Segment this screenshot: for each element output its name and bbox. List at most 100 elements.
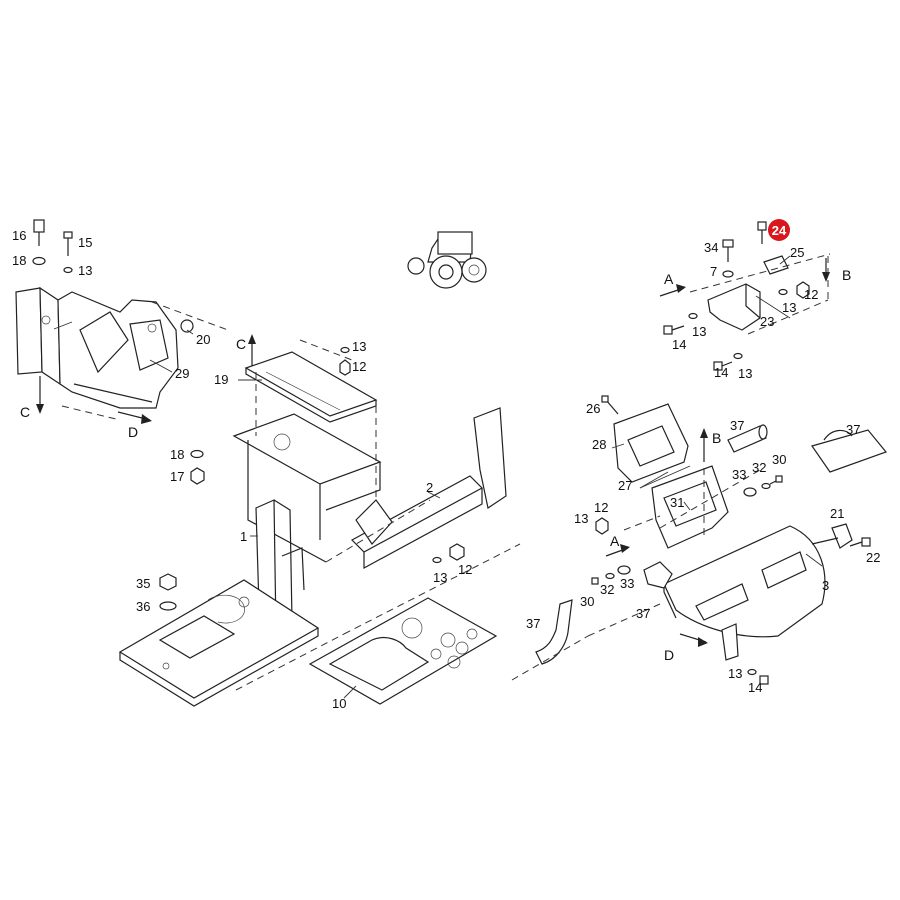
callout-13: 13 xyxy=(738,366,752,381)
bracket-23 xyxy=(707,255,789,331)
callout-25: 25 xyxy=(790,245,804,260)
callout-13: 13 xyxy=(574,511,588,526)
washer-13-topright-b xyxy=(688,312,698,320)
arm-2 xyxy=(351,407,507,570)
washer-36 xyxy=(159,601,177,611)
callout-10: 10 xyxy=(332,696,346,711)
panel-3 xyxy=(663,525,826,638)
callout-37: 37 xyxy=(526,616,540,631)
callout-15: 15 xyxy=(78,235,92,250)
washer-13-bottomright xyxy=(747,668,757,676)
plate-19 xyxy=(244,351,378,423)
washer-18-top xyxy=(32,256,46,266)
nut-12-right xyxy=(595,517,609,535)
callout-22: 22 xyxy=(866,550,880,565)
view-label-a: A xyxy=(664,271,674,287)
leader-lines xyxy=(53,255,823,699)
nut-17 xyxy=(190,467,205,485)
screw-15 xyxy=(63,231,73,256)
callout-13: 13 xyxy=(352,339,366,354)
callout-31: 31 xyxy=(670,495,684,510)
callout-14: 14 xyxy=(748,680,762,695)
callout-19: 19 xyxy=(214,372,228,387)
callout-26: 26 xyxy=(586,401,600,416)
callout-17: 17 xyxy=(170,469,184,484)
callout-30: 30 xyxy=(580,594,594,609)
callout-36: 36 xyxy=(136,599,150,614)
callout-12: 12 xyxy=(458,562,472,577)
view-label-b: B xyxy=(842,267,851,283)
washer-13-topleft xyxy=(63,266,73,274)
bolt-14-topright-a xyxy=(663,325,685,335)
tractor-icon xyxy=(407,231,487,289)
callout-14: 14 xyxy=(672,337,686,352)
callout-1: 1 xyxy=(240,529,247,544)
pedal-21 xyxy=(811,523,853,549)
callout-24: 24 xyxy=(772,223,787,238)
callout-13: 13 xyxy=(78,263,92,278)
bolt-22 xyxy=(849,537,871,547)
callout-37: 37 xyxy=(730,418,744,433)
callout-14: 14 xyxy=(714,365,728,380)
nut-12-center xyxy=(339,359,351,376)
frame-box-upper xyxy=(232,413,382,563)
callout-34: 34 xyxy=(704,240,718,255)
callout-27: 27 xyxy=(618,478,632,493)
plate-31 xyxy=(651,465,729,549)
alignment-lines xyxy=(61,253,831,691)
callout-18: 18 xyxy=(170,447,184,462)
arrow-b-topright xyxy=(822,258,830,282)
spacer-33-bottom xyxy=(617,565,631,575)
washer-32-bottom xyxy=(605,572,615,580)
callout-37: 37 xyxy=(636,606,650,621)
callout-33: 33 xyxy=(732,467,746,482)
washer-33-right xyxy=(743,487,757,497)
nut-12-topright xyxy=(796,281,810,299)
callout-21: 21 xyxy=(830,506,844,521)
callout-29: 29 xyxy=(175,366,189,381)
arrow-d-right xyxy=(679,633,708,647)
highlight-badge xyxy=(768,219,790,241)
callout-13: 13 xyxy=(728,666,742,681)
view-label-a: A xyxy=(610,533,620,549)
callout-23: 23 xyxy=(760,314,774,329)
callout-37: 37 xyxy=(846,422,860,437)
washer-13-topright-c xyxy=(733,352,743,360)
washer-7 xyxy=(722,270,734,278)
arrow-a-right xyxy=(605,544,630,557)
view-label-d: D xyxy=(128,424,138,440)
bracket-28 xyxy=(613,403,689,483)
washer-32-right xyxy=(761,482,771,490)
washer-13-arm xyxy=(432,556,442,564)
callout-13: 13 xyxy=(782,300,796,315)
callout-7: 7 xyxy=(710,264,717,279)
mat-10 xyxy=(308,597,498,705)
callout-32: 32 xyxy=(752,460,766,475)
view-label-c: C xyxy=(236,336,246,352)
nut-35 xyxy=(159,573,177,591)
callout-28: 28 xyxy=(592,437,606,452)
view-arrow-d-left xyxy=(117,411,152,424)
callout-16: 16 xyxy=(12,228,26,243)
view-label-d: D xyxy=(664,647,674,663)
view-label-b: B xyxy=(712,430,721,446)
callout-labels: 16 18 15 13 20 29 C D C 19 13 12 18 17 1… xyxy=(12,228,880,711)
sleeve-37-top xyxy=(727,424,768,453)
callout-12: 12 xyxy=(594,500,608,515)
bolt-24 xyxy=(757,221,767,244)
bracket-assembly-29 xyxy=(15,286,194,409)
bolt-30-bottom xyxy=(591,577,599,585)
washer-18-center xyxy=(190,449,204,459)
pad-37-topright xyxy=(811,429,888,473)
highlighted-callout-24[interactable]: 24 xyxy=(768,219,790,241)
bolt-14-topright-b xyxy=(713,361,733,371)
callout-33: 33 xyxy=(620,576,634,591)
callout-32: 32 xyxy=(600,582,614,597)
bolt-14-bottomright xyxy=(759,675,769,685)
callout-13: 13 xyxy=(433,570,447,585)
callout-12: 12 xyxy=(804,287,818,302)
bolt-34 xyxy=(722,239,734,262)
arrow-b-right xyxy=(700,428,708,462)
nut-12-arm xyxy=(449,543,465,561)
